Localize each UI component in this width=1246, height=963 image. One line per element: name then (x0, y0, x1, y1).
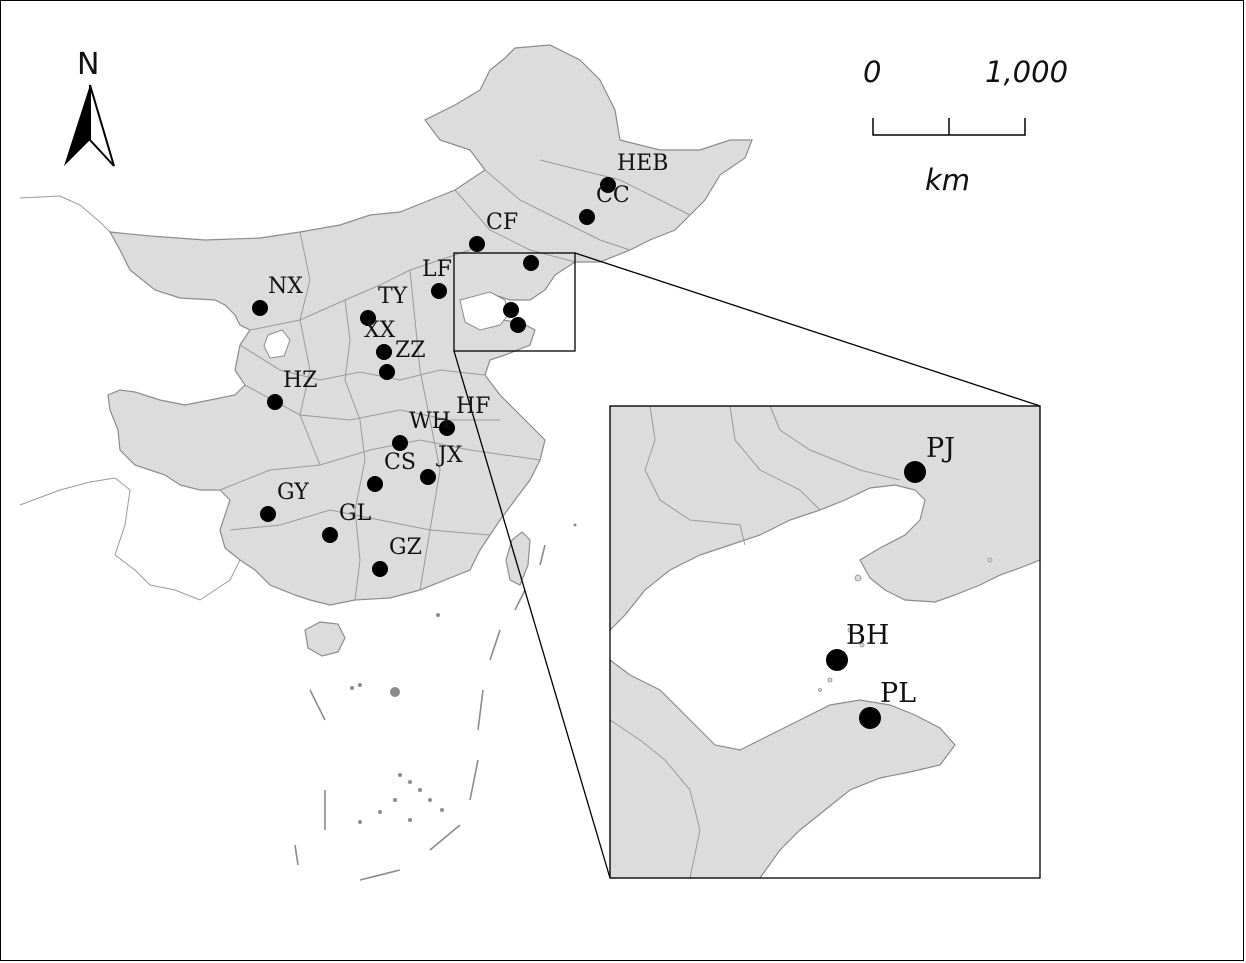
sea-islands (350, 523, 577, 824)
scale-unit-label: km (925, 163, 970, 197)
china-landmass (107, 44, 753, 606)
inset-boundaries (609, 405, 901, 879)
scale-start-label: 0 (863, 55, 881, 89)
inset-connector-top (574, 252, 1041, 407)
site-label-xx: XX (364, 318, 396, 343)
site-marker-gy (260, 506, 276, 522)
north-arrow: N (64, 47, 115, 167)
site-label-gy: GY (277, 480, 309, 505)
site-label-bh: BH (846, 620, 889, 651)
south-china-sea-features (294, 544, 546, 881)
scale-end-label: 1,000 (985, 55, 1068, 89)
site-marker-jx (420, 469, 436, 485)
site-marker-cf (469, 236, 485, 252)
inset-islands (818, 557, 993, 692)
site-marker-hz (267, 394, 283, 410)
site-label-cc: CC (596, 183, 630, 208)
site-label-cs: CS (384, 450, 416, 475)
north-label: N (77, 47, 99, 82)
site-marker-gl (322, 527, 338, 543)
inset-connector-bottom (453, 350, 611, 879)
site-marker-ty (360, 310, 376, 326)
site-label-hz: HZ (283, 368, 317, 393)
inset-map (609, 405, 1041, 879)
inset-site-layer: PJ BH PL (826, 433, 955, 729)
site-label-wh: WH (409, 409, 451, 434)
site-marker-xx (376, 344, 392, 360)
site-label-hf: HF (456, 394, 490, 419)
site-label-pj: PJ (926, 433, 955, 464)
site-marker-cs (367, 476, 383, 492)
study-area-markers (503, 255, 539, 333)
site-label-nx: NX (268, 274, 303, 299)
site-marker-bh (826, 649, 848, 671)
scale-bar: 0 1,000 km (863, 55, 1068, 197)
north-arrow-icon (64, 85, 90, 166)
site-label-cf: CF (486, 210, 518, 235)
site-marker-pj (904, 461, 926, 483)
site-marker-lf (431, 283, 447, 299)
site-label-heb: HEB (617, 151, 668, 176)
site-marker-zz (379, 364, 395, 380)
site-marker-wh (392, 435, 408, 451)
site-label-lf: LF (422, 257, 452, 282)
site-label-ty: TY (378, 284, 408, 309)
site-marker-gz (372, 561, 388, 577)
site-marker-heb (600, 177, 616, 193)
site-label-jx: JX (436, 443, 463, 468)
site-marker-nx (252, 300, 268, 316)
qinghai-lake (263, 329, 291, 359)
site-label-gl: GL (339, 501, 372, 526)
site-marker-cc (579, 209, 595, 225)
site-marker-hf (439, 420, 455, 436)
international-boundaries (19, 195, 241, 601)
study-area-box (453, 252, 576, 352)
province-boundaries (219, 159, 691, 601)
site-marker-pl (859, 707, 881, 729)
hainan-island (304, 621, 346, 657)
site-label-zz: ZZ (395, 338, 426, 363)
bohai-sea (459, 291, 509, 331)
inset-land-north (609, 405, 1041, 632)
site-label-gz: GZ (389, 535, 422, 560)
site-label-pl: PL (880, 678, 916, 709)
